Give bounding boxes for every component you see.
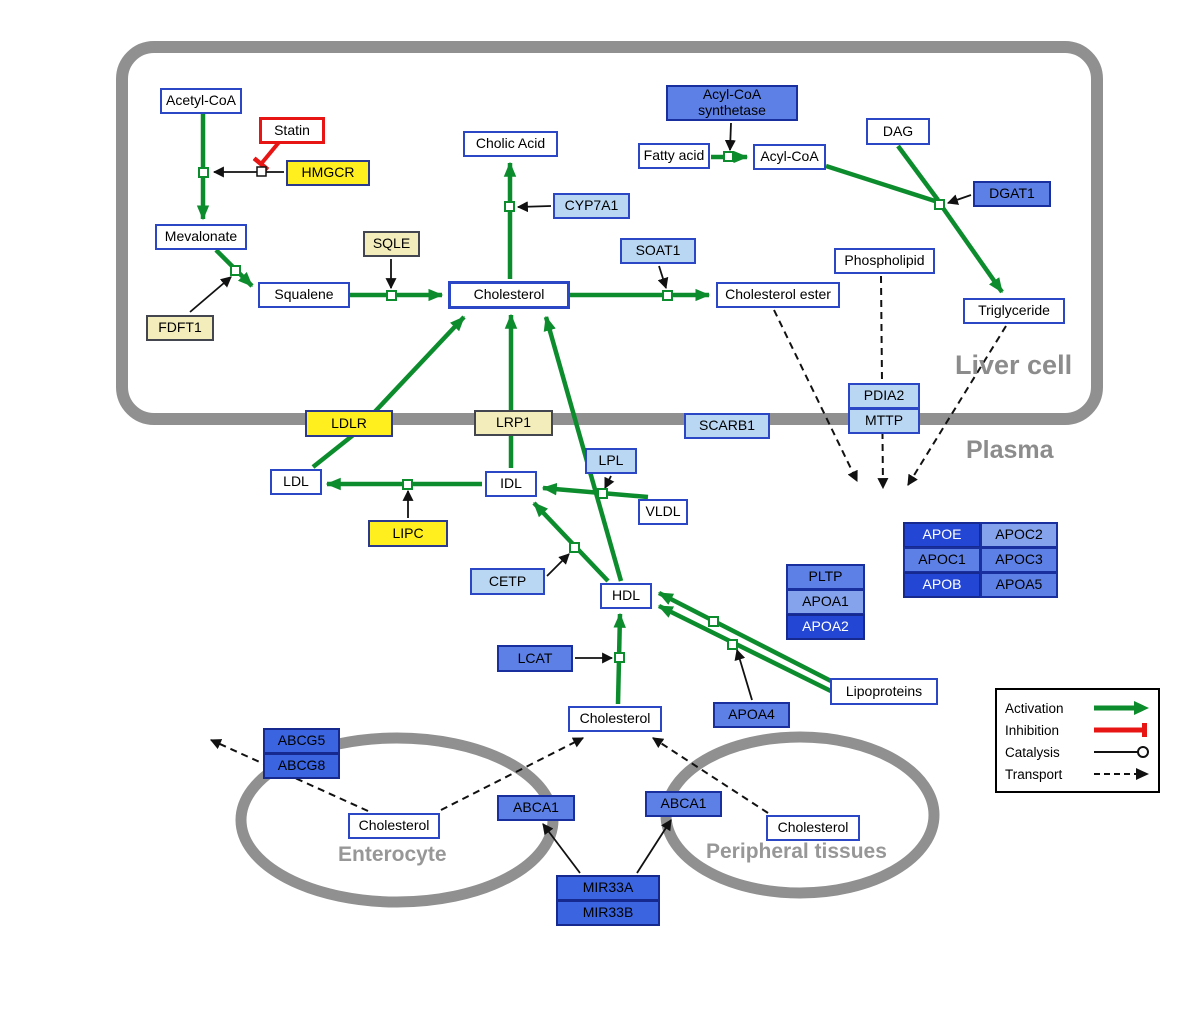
catalysis-anchor-square: [256, 166, 267, 177]
edge-enterocyte-abca1-plasma: [440, 737, 584, 811]
legend-catalysis-label: Catalysis: [1005, 744, 1060, 760]
node-mevalonate[interactable]: Mevalonate: [155, 224, 247, 250]
node-apoc2[interactable]: APOC2: [980, 522, 1058, 548]
legend: Activation Inhibition Catalysis Transpor…: [995, 688, 1160, 793]
catalysis-circle-icon: [1094, 746, 1149, 758]
node-apoa2[interactable]: APOA2: [786, 614, 865, 640]
node-sqle[interactable]: SQLE: [363, 231, 420, 257]
node-mttp[interactable]: MTTP: [848, 408, 920, 434]
node-dgat1[interactable]: DGAT1: [973, 181, 1051, 207]
edge-dgat1-catalysis: [946, 194, 972, 205]
edge-lipoproteins-hdl-1: [657, 590, 833, 684]
node-abca1-enterocyte[interactable]: ABCA1: [497, 795, 575, 821]
node-apoc1[interactable]: APOC1: [903, 547, 981, 573]
node-hmgcr[interactable]: HMGCR: [286, 160, 370, 186]
edge-soat1-catalysis: [657, 265, 669, 290]
inhibition-tee-icon: [1094, 723, 1147, 737]
transport-dashed-arrow-icon: [1094, 768, 1149, 780]
node-lipc[interactable]: LIPC: [368, 520, 448, 547]
edge-acylcoasynthetase-catalysis: [724, 122, 736, 152]
edge-phospholipid-secretion: [877, 275, 889, 490]
node-squalene[interactable]: Squalene: [258, 282, 350, 308]
edge-hdl-cholesterol-liver: [543, 315, 624, 582]
node-cyp7a1[interactable]: CYP7A1: [553, 193, 630, 219]
node-ldlr[interactable]: LDLR: [305, 410, 393, 437]
liver-cell-membrane: [116, 41, 1103, 425]
node-cholesterol-peripheral[interactable]: Cholesterol: [766, 815, 860, 841]
node-scarb1[interactable]: SCARB1: [684, 413, 770, 439]
edge-apoa4-catalysis: [734, 648, 753, 701]
node-apoe[interactable]: APOE: [903, 522, 981, 548]
node-vldl[interactable]: VLDL: [638, 499, 688, 525]
edge-mir33-abca1-left: [542, 823, 581, 874]
node-acyl-coa[interactable]: Acyl-CoA: [753, 144, 826, 170]
node-idl[interactable]: IDL: [485, 471, 537, 497]
legend-row-activation: Activation: [1005, 697, 1150, 719]
edge-cholesterolester-secretion: [773, 309, 858, 482]
legend-row-catalysis: Catalysis: [1005, 741, 1150, 763]
plasma-label: Plasma: [966, 436, 1054, 464]
node-statin[interactable]: Statin: [259, 117, 325, 144]
node-cholesterol-ester[interactable]: Cholesterol ester: [716, 282, 840, 308]
legend-transport-label: Transport: [1005, 766, 1063, 782]
node-abca1-peripheral[interactable]: ABCA1: [645, 791, 722, 817]
edge-dgatnode-triglyceride: [941, 206, 1004, 294]
node-triglyceride[interactable]: Triglyceride: [963, 298, 1065, 324]
edge-lipoproteins-hdl-2: [657, 603, 844, 700]
edge-statin-inhibits-hmgcr: [252, 139, 282, 172]
node-soat1[interactable]: SOAT1: [620, 238, 696, 264]
catalysis-edges: [189, 122, 972, 874]
edge-lpl-catalysis: [604, 475, 615, 489]
reaction-nodes: [198, 151, 945, 663]
node-mir33a[interactable]: MIR33A: [556, 875, 660, 901]
edge-acylcoa-dgatnode: [825, 163, 939, 205]
node-pdia2[interactable]: PDIA2: [848, 383, 920, 409]
node-cholesterol-liver[interactable]: Cholesterol: [448, 281, 570, 309]
node-ldl[interactable]: LDL: [270, 469, 322, 495]
node-pltp[interactable]: PLTP: [786, 564, 865, 590]
edge-cyp7a1-catalysis: [516, 201, 552, 213]
legend-inhibition-label: Inhibition: [1005, 722, 1060, 738]
edge-mir33-abca1-right: [636, 819, 672, 874]
node-acyl-coa-synthetase[interactable]: Acyl-CoA synthetase: [666, 85, 798, 121]
node-abcg5[interactable]: ABCG5: [263, 728, 340, 754]
node-lcat[interactable]: LCAT: [497, 645, 573, 672]
node-lpl[interactable]: LPL: [585, 448, 637, 474]
node-apoa1[interactable]: APOA1: [786, 589, 865, 615]
node-mir33b[interactable]: MIR33B: [556, 900, 660, 926]
edge-ldl-ldlr-cholesterol: [311, 315, 466, 469]
node-hdl[interactable]: HDL: [600, 583, 652, 609]
edge-dag-dgatnode: [896, 144, 940, 202]
node-fatty-acid[interactable]: Fatty acid: [638, 143, 710, 169]
node-dag[interactable]: DAG: [866, 118, 930, 145]
node-apoc3[interactable]: APOC3: [980, 547, 1058, 573]
node-abcg8[interactable]: ABCG8: [263, 753, 340, 779]
activation-arrow-icon: [1094, 701, 1149, 715]
node-cetp[interactable]: CETP: [470, 568, 545, 595]
enterocyte-label: Enterocyte: [338, 843, 447, 866]
edge-fdft1-catalysis: [189, 276, 232, 313]
node-phospholipid[interactable]: Phospholipid: [834, 248, 935, 274]
legend-activation-label: Activation: [1005, 700, 1064, 716]
node-lipoproteins[interactable]: Lipoproteins: [830, 678, 938, 705]
edge-cetp-catalysis: [546, 553, 570, 577]
node-acetyl-coa[interactable]: Acetyl-CoA: [160, 88, 242, 114]
legend-row-transport: Transport: [1005, 763, 1150, 785]
peripheral-tissues-label: Peripheral tissues: [706, 840, 887, 863]
node-apob[interactable]: APOB: [903, 572, 981, 598]
node-cholic-acid[interactable]: Cholic Acid: [463, 131, 558, 157]
node-apoa4[interactable]: APOA4: [713, 702, 790, 728]
legend-row-inhibition: Inhibition: [1005, 719, 1150, 741]
node-fdft1[interactable]: FDFT1: [146, 315, 214, 341]
liver-cell-label: Liver cell: [955, 350, 1073, 380]
node-lrp1[interactable]: LRP1: [474, 410, 553, 436]
node-apoa5[interactable]: APOA5: [980, 572, 1058, 598]
node-cholesterol-enterocyte[interactable]: Cholesterol: [348, 813, 440, 839]
node-cholesterol-plasma[interactable]: Cholesterol: [568, 706, 662, 732]
edge-peripheral-abca1-plasma: [652, 737, 769, 814]
